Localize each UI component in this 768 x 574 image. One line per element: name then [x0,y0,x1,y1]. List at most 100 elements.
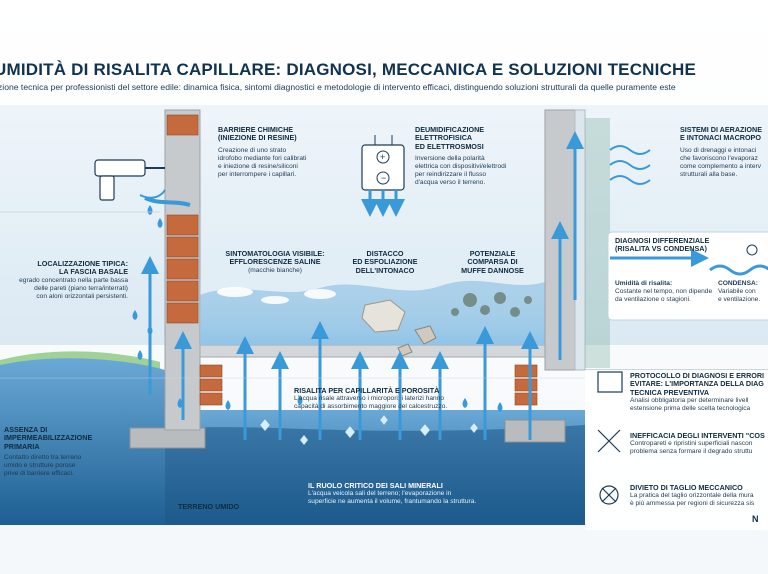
deumid-title-3: ED ELETTROSMOSI [415,141,484,151]
assenza-title-2: IMPERMEABILIZZAZIONE [4,433,93,443]
risalita-label: RISALITA PER CAPILLARITÀ E POROSITÀ L'ac… [294,386,524,411]
page-title: UMIDITÀ DI RISALITA CAPILLARE: DIAGNOSI,… [0,60,697,79]
inefficacia-body-line: Contropareti e ripristini superficiali n… [630,440,753,448]
distacco-title-3: DELL'INTONACO [355,265,415,275]
left-soil [0,358,165,525]
diagnosi-title-2: (RISALITA VS CONDENSA) [615,244,707,254]
aerazione-title-2: E INTONACI MACROPO [680,133,761,143]
brand-logo: N [752,514,759,524]
inefficacia-title: INEFFICACIA DEGLI INTERVENTI "COS [630,431,765,440]
plaster-flake [361,299,406,333]
barriere-body-line: per interrompere i capillari. [218,170,297,178]
drill-icon [94,159,166,201]
barriere-body-line: Creazione di uno strato [218,146,287,154]
svg-text:−: − [381,173,386,183]
aerazione-body-line: strutturali alla base. [680,170,738,178]
assenza-body-line: umido e strutture porose [4,462,76,470]
condensa-title: CONDENSA: [718,280,758,287]
sali-label: IL RUOLO CRITICO DEI SALI MINERALI L'acq… [308,481,528,506]
distacco-label: DISTACCO ED ESFOLIAZIONE DELL'INTONACO [335,249,435,275]
right-footing [504,419,566,443]
deumid-label: DEUMIDIFICAZIONE ELETTROFISICA ED ELETTR… [415,125,545,187]
risalita-body-line: Costante nel tempo, non dipende [615,288,713,295]
deumid-title-2: ELETTROFISICA [415,133,473,143]
diagnosi-title: DIAGNOSI DIFFERENZIALE [615,236,710,245]
floor-slab [199,344,546,358]
sali-heading: IL RUOLO CRITICO DEI SALI MINERALI [308,481,443,490]
deumid-body-line: per reindirizzare il flusso [415,171,487,179]
sintomatologia-sub: (macchie bianche) [248,266,302,274]
inefficacia-label: INEFFICACIA DEGLI INTERVENTI "COS Contro… [630,431,768,456]
potenziale-title-3: MUFFE DANNOSE [461,265,524,275]
aerazione-title: SISTEMI DI AERAZIONE [680,125,762,134]
protocollo-title-3: TECNICA PREVENTIVA [630,387,710,397]
deumid-body-line: Inversione della polarità [415,155,485,163]
potenziale-label: POTENZIALE COMPARSA DI MUFFE DANNOSE [445,249,540,275]
barriere-subtitle: (INIEZIONE DI RESINE) [218,133,297,143]
diagnosi-header: DIAGNOSI DIFFERENZIALE (RISALITA VS COND… [615,236,725,254]
risalita-body-line: da ventilazione o stagioni. [615,296,691,303]
localizzazione-title: LOCALIZZAZIONE TIPICA: [37,259,128,268]
deumid-body-line: elettrica con dispositivi/elettrodi [415,163,507,171]
diagnosi-condensa: CONDENSA: Variabile con e ventilazione. [718,280,768,304]
left-footing [129,427,206,449]
diagnosi-panel [607,231,768,321]
sintomatologia-title: SINTOMATOLOGIA VISIBILE: [225,249,325,258]
sali-body-line: superficie ne aumenta il volume, frantum… [308,498,477,506]
aerazione-label: SISTEMI DI AERAZIONE E INTONACI MACROPO … [680,125,768,179]
distacco-title-2: ED ESFOLIAZIONE [352,257,418,267]
barriere-body-line: e iniezione di resine/siliconi [218,162,298,170]
sintomatologia-title-2: EFFLORESCENZE SALINE [229,257,321,267]
sali-body-line: L'acqua veicola sali del terreno; l'evap… [308,490,452,498]
distacco-title: DISTACCO [366,249,404,258]
protocollo-body-line: estensione prima delle scelta tecnologic… [630,405,751,413]
risalita-title: Umidità di risalita: [615,280,673,287]
assenza-body-line: Contatto diretto tra terreno [4,454,82,462]
divieto-body-line: è più ammessa per regioni di sicurezza s… [630,500,755,508]
risalita-body-line: capacità di assorbimento maggiore del ca… [294,403,448,411]
potenziale-title-2: COMPARSA DI [467,257,518,267]
barriere-body-line: idrofobo mediante fori calibrati [218,154,307,162]
potenziale-title: POTENZIALE [469,249,516,258]
barriere-title: BARRIERE CHIMICHE [218,125,294,134]
barriere-label: BARRIERE CHIMICHE (INIEZIONE DI RESINE) … [218,125,348,179]
terreno-label: TERRENO UMIDO [178,502,240,511]
risalita-body-line: L'acqua risale attraverso i micropori; i… [294,395,445,403]
deumid-body-line: d'acqua verso il terreno. [415,179,486,187]
protocollo-body-line: Analisi obbligatoria per determinare liv… [630,397,749,405]
airflow-icon [609,145,651,185]
localizzazione-body-line: egrado concentrato nella parte bassa [19,276,128,284]
deumid-title: DEUMIDIFICAZIONE [415,125,485,134]
aerazione-body-line: che favoriscono l'evaporaz [680,154,758,162]
assenza-title: ASSENZA DI [4,425,48,434]
inefficacia-body-line: problema senza formare il degrado strutt… [630,448,753,456]
assenza-body-line: prive di barriere efficaci. [4,470,74,478]
condensa-body-line: e ventilazione. [718,296,761,303]
divieto-body-line: La pratica del taglio orizzontale della … [630,492,754,500]
condensa-body-line: Variabile con [718,288,756,295]
page-subtitle: zione tecnica per professionisti del set… [0,82,676,92]
divieto-title: DIVIETO DI TAGLIO MECCANICO [630,483,743,492]
localizzazione-label: LOCALIZZAZIONE TIPICA: LA FASCIA BASALE … [0,259,128,301]
localizzazione-body-line: con aloni orizzontali persistenti. [36,292,128,300]
risalita-heading: RISALITA PER CAPILLARITÀ E POROSITÀ [294,386,440,395]
diagnosi-risalita: Umidità di risalita: Costante nel tempo,… [615,280,715,304]
aerazione-body-line: come complemento a interv [680,162,761,170]
assenza-title-3: PRIMARIA [4,441,40,451]
protocollo-title-2: EVITARE: L'IMPORTANZA DELLA DIAG [630,379,764,389]
sintomatologia-label: SINTOMATOLOGIA VISIBILE: EFFLORESCENZE S… [215,249,335,275]
protocollo-label: PROTOCOLLO DI DIAGNOSI E ERRORI EVITARE:… [630,371,768,413]
divieto-label: DIVIETO DI TAGLIO MECCANICO La pratica d… [630,483,768,508]
svg-text:+: + [380,152,385,162]
assenza-label: ASSENZA DI IMPERMEABILIZZAZIONE PRIMARIA… [4,425,114,478]
syringe-icon [220,118,228,126]
protocollo-title: PROTOCOLLO DI DIAGNOSI E ERRORI [630,371,765,380]
flowchart-icon [597,371,623,393]
water-drops [132,205,503,412]
localizzazione-title-2: LA FASCIA BASALE [59,267,128,277]
aerazione-body-line: Uso di drenaggi e intonaci [680,146,757,154]
localizzazione-body-line: delle pareti (piano terra/interrati) [34,284,128,292]
no-cut-icon [599,485,619,505]
